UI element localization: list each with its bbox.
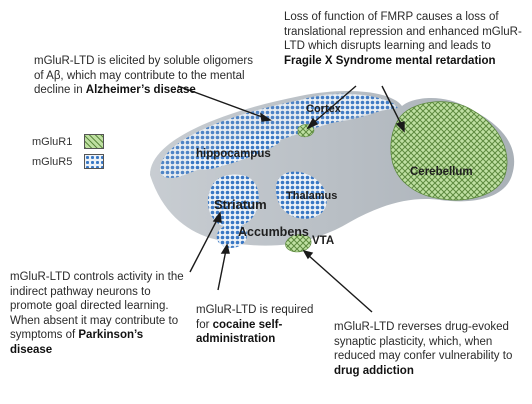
note-cocaine: mGluR-LTD is required for cocaine self-a… (196, 303, 316, 347)
accumbens-region (216, 224, 248, 248)
legend-mglur1-swatch (84, 134, 104, 149)
note-alzheimer-text: mGluR-LTD is elicited by soluble oligome… (34, 55, 253, 96)
arrow-addiction (307, 254, 373, 313)
legend-mglur1-label: mGluR1 (32, 136, 73, 148)
note-addiction-bold: drug addiction (334, 364, 414, 377)
note-parkinson-bold: Parkinson’s disease (10, 329, 144, 356)
cerebellum-region (390, 101, 508, 201)
arrow-alzheimer (177, 85, 266, 119)
note-parkinson: mGluR-LTD controls activity in the indir… (10, 270, 186, 357)
note-fmrp-bold: Fragile X Syndrome mental retardation (284, 54, 496, 67)
arrow-fmrp-1 (311, 85, 357, 125)
legend-mglur5-swatch (84, 154, 104, 169)
note-alzheimer-bold: Alzheimer’s disease (85, 84, 196, 96)
label-thalamus: Thalamus (286, 190, 338, 202)
label-cerebellum: Cerebellum (410, 166, 473, 178)
arrow-cocaine (217, 249, 227, 291)
label-accumbens: Accumbens (238, 225, 309, 239)
arrow-fmrp-2 (381, 85, 403, 127)
arrow-parkinson (189, 217, 219, 273)
note-addiction: mGluR-LTD reverses drug-evoked synaptic … (334, 320, 528, 378)
label-striatum: Striatum (214, 197, 267, 212)
label-hippocampus: hippocampus (196, 148, 271, 160)
label-vta: VTA (312, 235, 335, 247)
legend-mglur5-label: mGluR5 (32, 156, 73, 168)
label-cortex: Cortex (306, 103, 341, 115)
note-cocaine-bold: cocaine self-administration (196, 318, 283, 346)
pointer-arrows (177, 85, 405, 313)
note-alzheimer: mGluR-LTD is elicited by soluble oligome… (34, 54, 262, 98)
vta-region (285, 234, 312, 253)
cortex-top-region (300, 93, 395, 126)
thalamus-region (276, 171, 327, 219)
note-parkinson-text: mGluR-LTD controls activity in the indir… (10, 271, 184, 341)
note-fmrp-text: Loss of function of FMRP causes a loss o… (284, 11, 522, 52)
note-cocaine-text: mGluR-LTD is required for (196, 304, 314, 331)
note-addiction-text: mGluR-LTD reverses drug-evoked synaptic … (334, 321, 513, 362)
hippocampus-region (187, 131, 281, 170)
note-fmrp: Loss of function of FMRP causes a loss o… (284, 10, 524, 68)
